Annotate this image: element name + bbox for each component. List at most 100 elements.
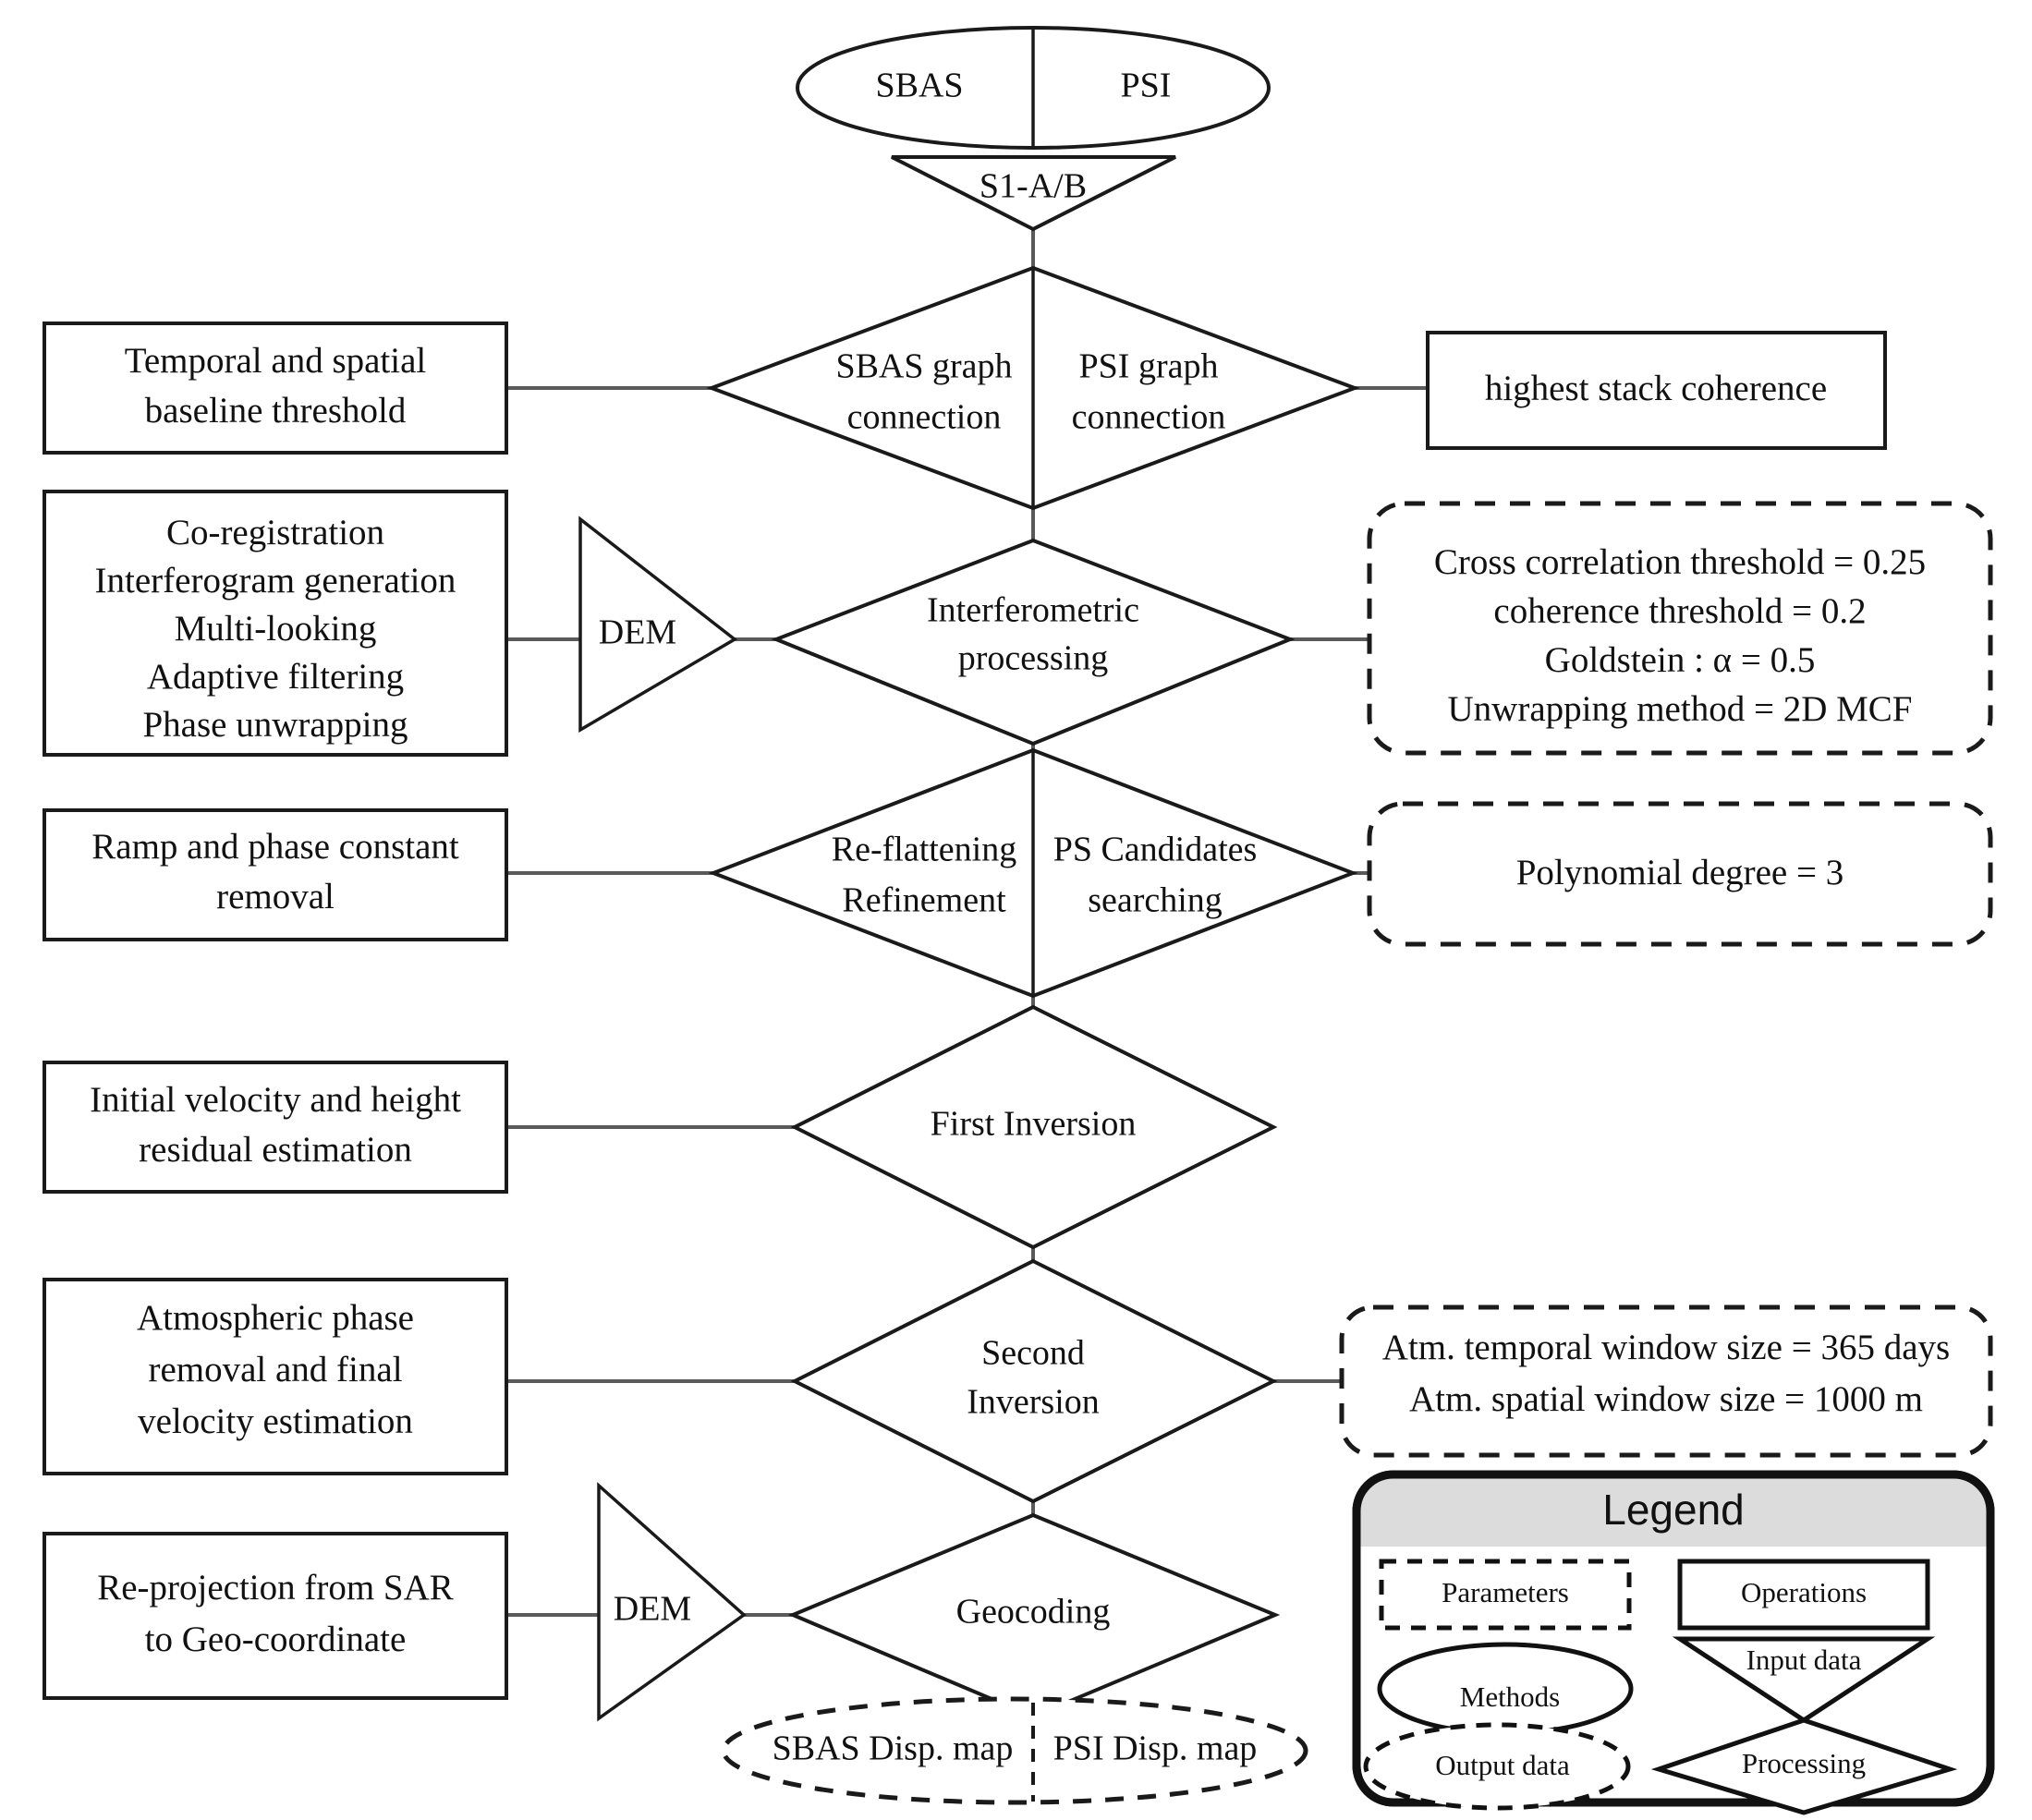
parameter-line-2: coherence threshold = 0.2 <box>1493 591 1866 631</box>
legend-item-output-data: Output data <box>1363 1722 1631 1811</box>
legend-item-input-data: Input data <box>1672 1636 1936 1723</box>
operation-line-2: residual estimation <box>139 1130 412 1170</box>
operation-box-baseline-threshold[interactable]: Temporal and spatial baseline threshold <box>43 322 508 455</box>
operation-line-1: Co-registration <box>166 513 384 552</box>
parameters-box-shape <box>1367 501 1993 756</box>
process-line-1: Interferometric <box>927 591 1139 630</box>
legend-header-band <box>1357 1474 1990 1547</box>
operation-line-1: Re-projection from SAR <box>97 1568 454 1608</box>
operation-box-highest-stack-coherence[interactable]: highest stack coherence <box>1426 331 1887 450</box>
processing-diamond-second-inversion[interactable]: Second Inversion <box>790 1258 1278 1504</box>
processing-diamond-shape <box>771 538 1296 746</box>
legend-item-operations: Operations <box>1677 1559 1930 1631</box>
parameters-box-interferometric[interactable]: Cross correlation threshold = 0.25 coher… <box>1367 501 1993 756</box>
process-line-1: Geocoding <box>956 1593 1111 1632</box>
operation-box-shape <box>43 1532 508 1700</box>
legend-label-processing: Processing <box>1742 1747 1866 1779</box>
operation-box-interferometric-steps[interactable]: Co-registration Interferogram generation… <box>43 490 508 757</box>
legend-item-parameters: Parameters <box>1379 1559 1632 1631</box>
operation-line-2: removal and final <box>148 1350 402 1389</box>
input-data-triangle-dem-bottom[interactable]: DEM <box>597 1482 747 1722</box>
processing-diamond-geocoding[interactable]: Geocoding <box>787 1512 1281 1719</box>
process-right-line-2: searching <box>1088 881 1223 920</box>
processing-diamond-graph-connection[interactable]: SBAS graph connection PSI graph connecti… <box>706 265 1360 511</box>
parameter-line-4: Unwrapping method = 2D MCF <box>1448 689 1913 729</box>
operation-line-1: Atmospheric phase <box>137 1298 414 1338</box>
output-label-psi: PSI Disp. map <box>1053 1729 1258 1768</box>
input-triangle-label: DEM <box>599 613 676 652</box>
processing-diamond-reflattening[interactable]: Re-flattening Refinement PS Candidates s… <box>708 747 1358 999</box>
process-right-line-1: PS Candidates <box>1053 831 1258 869</box>
parameters-box-atmospheric-windows[interactable]: Atm. temporal window size = 365 days Atm… <box>1339 1304 1993 1458</box>
processing-diamond-shape <box>790 1004 1278 1250</box>
legend-label-input-data: Input data <box>1746 1644 1862 1676</box>
process-left-line-1: SBAS graph <box>835 347 1012 386</box>
operation-line-1: Ramp and phase constant <box>91 827 459 867</box>
operation-box-shape <box>43 490 508 757</box>
input-triangle-label: DEM <box>614 1590 691 1629</box>
processing-diamond-first-inversion[interactable]: First Inversion <box>790 1004 1278 1250</box>
legend-item-methods: Methods <box>1377 1642 1634 1736</box>
legend-shape-down-triangle <box>1672 1636 1936 1723</box>
operation-box-ramp-removal[interactable]: Ramp and phase constant removal <box>43 808 508 941</box>
legend-label-operations: Operations <box>1741 1576 1867 1608</box>
parameter-line-1: Atm. temporal window size = 365 days <box>1382 1328 1950 1367</box>
operation-line-3: velocity estimation <box>138 1401 413 1441</box>
operation-label: highest stack coherence <box>1485 369 1827 408</box>
legend-shape-dashed-ellipse <box>1363 1722 1631 1811</box>
legend-label-methods: Methods <box>1460 1680 1561 1713</box>
process-left-line-2: connection <box>847 398 1002 437</box>
parameter-line-3: Goldstein : α = 0.5 <box>1545 640 1816 680</box>
legend-title: Legend <box>1602 1486 1745 1534</box>
parameter-line-2: Atm. spatial window size = 1000 m <box>1409 1379 1923 1419</box>
operation-line-5: Phase unwrapping <box>142 705 408 745</box>
methods-ellipse[interactable]: SBAS PSI <box>796 26 1271 150</box>
input-triangle-shape <box>891 155 1176 232</box>
operation-box-shape <box>43 808 508 941</box>
operation-line-1: Temporal and spatial <box>125 341 427 381</box>
legend-item-processing: Processing <box>1650 1717 1958 1815</box>
legend-shape-rectangle <box>1677 1559 1930 1631</box>
input-data-triangle-dem-top[interactable]: DEM <box>578 516 738 734</box>
parameters-box-polynomial-degree[interactable]: Polynomial degree = 3 <box>1367 801 1993 947</box>
input-triangle-label: S1-A/B <box>979 167 1087 206</box>
parameter-line-1: Polynomial degree = 3 <box>1516 853 1844 892</box>
parameter-line-1: Cross correlation threshold = 0.25 <box>1434 542 1926 582</box>
output-ellipse-shape <box>721 1696 1308 1805</box>
input-triangle-shape <box>578 516 738 734</box>
operation-line-2: to Geo-coordinate <box>145 1620 407 1659</box>
process-left-line-2: Refinement <box>842 881 1006 920</box>
input-data-triangle-s1[interactable]: S1-A/B <box>891 155 1176 232</box>
methods-label-psi: PSI <box>1121 67 1172 105</box>
process-left-line-1: Re-flattening <box>832 831 1016 869</box>
legend-shape-dashed-rectangle <box>1379 1559 1632 1631</box>
legend-border-overlay <box>1352 1470 1995 1807</box>
legend-label-parameters: Parameters <box>1442 1576 1569 1608</box>
operation-box-initial-velocity[interactable]: Initial velocity and height residual est… <box>43 1061 508 1194</box>
operation-box-atmospheric-phase[interactable]: Atmospheric phase removal and final velo… <box>43 1278 508 1475</box>
legend-label-output-data: Output data <box>1435 1749 1570 1781</box>
operation-line-2: Interferogram generation <box>95 561 456 601</box>
output-data-ellipse[interactable]: SBAS Disp. map PSI Disp. map <box>721 1696 1308 1805</box>
process-line-1: Second <box>981 1334 1085 1373</box>
process-right-line-2: connection <box>1072 398 1226 437</box>
operation-box-reprojection[interactable]: Re-projection from SAR to Geo-coordinate <box>43 1532 508 1700</box>
legend-shape-diamond <box>1650 1717 1958 1815</box>
process-line-2: Inversion <box>967 1383 1100 1422</box>
operation-box-shape <box>1426 331 1887 450</box>
parameters-box-shape <box>1367 801 1993 947</box>
process-line-1: First Inversion <box>931 1105 1137 1144</box>
operation-line-4: Adaptive filtering <box>147 657 404 697</box>
process-line-2: processing <box>958 639 1109 678</box>
operation-box-shape <box>43 322 508 455</box>
operation-line-2: removal <box>216 877 335 916</box>
operation-box-shape <box>43 1278 508 1475</box>
processing-diamond-interferometric[interactable]: Interferometric processing <box>771 538 1296 746</box>
operation-box-shape <box>43 1061 508 1194</box>
parameters-box-shape <box>1339 1304 1993 1458</box>
operation-line-1: Initial velocity and height <box>90 1080 461 1120</box>
output-label-sbas: SBAS Disp. map <box>773 1729 1014 1768</box>
operation-line-3: Multi-looking <box>175 609 377 649</box>
